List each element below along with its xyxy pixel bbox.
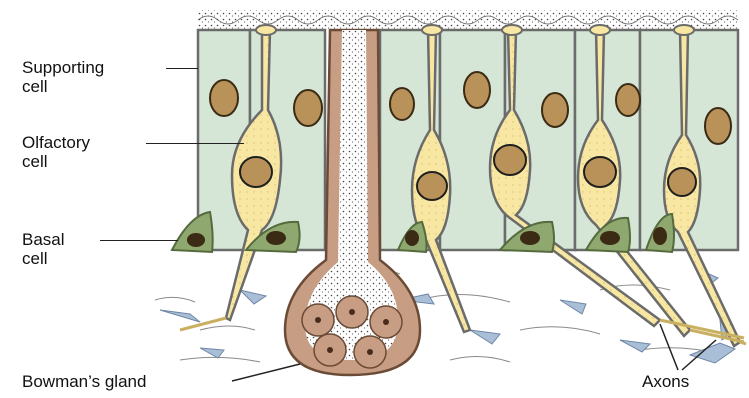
leader-axons — [0, 0, 749, 398]
olfactory-epithelium-diagram: Supporting cell Olfactory cell Basal cel… — [0, 0, 749, 398]
